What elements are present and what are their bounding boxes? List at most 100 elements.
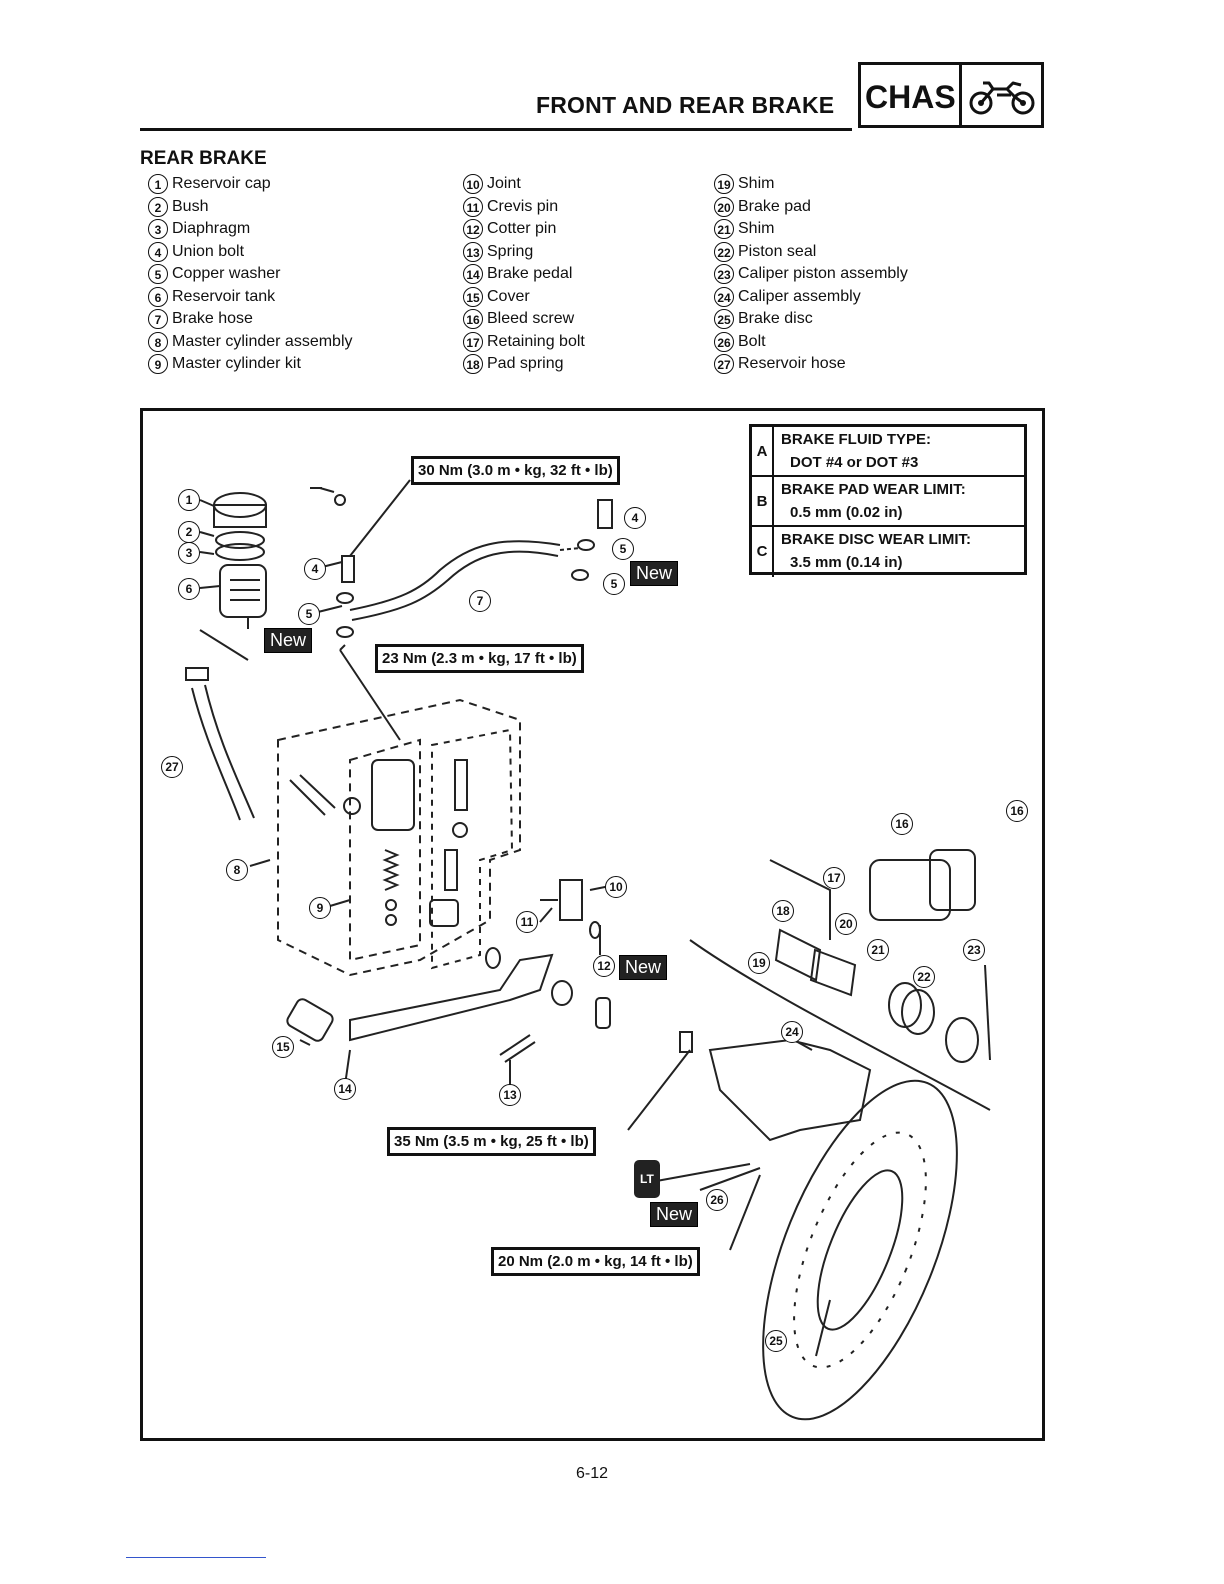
legend-number: 26 bbox=[714, 331, 734, 352]
spec-row-a: A BRAKE FLUID TYPE: DOT #4 or DOT #3 bbox=[752, 427, 1024, 477]
header-rule bbox=[140, 128, 852, 131]
legend-label: Master cylinder kit bbox=[172, 355, 301, 372]
legend-number: 3 bbox=[148, 219, 168, 240]
spec-letter: A bbox=[752, 427, 774, 475]
legend-label: Bleed screw bbox=[487, 310, 575, 327]
legend-label: Joint bbox=[487, 175, 521, 192]
spec-value: DOT #4 or DOT #3 bbox=[790, 454, 919, 471]
callout-14: 14 bbox=[334, 1078, 356, 1100]
chapter-badge-text: CHAS bbox=[865, 79, 956, 115]
callout-16: 16 bbox=[891, 813, 913, 835]
legend-label: Shim bbox=[738, 220, 775, 237]
callout-1: 1 bbox=[178, 489, 200, 511]
legend-label: Caliper piston assembly bbox=[738, 265, 908, 282]
spec-label: BRAKE PAD WEAR LIMIT: bbox=[781, 481, 966, 498]
legend-number: 2 bbox=[148, 196, 168, 217]
callout-5: 5 bbox=[298, 603, 320, 625]
spec-row-b: B BRAKE PAD WEAR LIMIT: 0.5 mm (0.02 in) bbox=[752, 477, 1024, 527]
legend-number: 9 bbox=[148, 354, 168, 375]
legend-number: 1 bbox=[148, 174, 168, 195]
new-part-tag: New bbox=[630, 561, 679, 586]
legend-label: Piston seal bbox=[738, 242, 817, 260]
callout-11: 11 bbox=[516, 911, 538, 933]
callout-25: 25 bbox=[765, 1330, 787, 1352]
callout-24: 24 bbox=[781, 1021, 803, 1043]
legend-number: 16 bbox=[463, 309, 483, 330]
new-part-tag: New bbox=[264, 628, 313, 653]
callout-19: 19 bbox=[748, 952, 770, 974]
legend-label: Brake pedal bbox=[487, 265, 573, 282]
callout-15: 15 bbox=[272, 1036, 294, 1058]
legend-label: Bush bbox=[172, 197, 209, 215]
legend-number: 20 bbox=[714, 196, 734, 217]
legend-number: 13 bbox=[463, 241, 483, 262]
legend-label: Copper washer bbox=[172, 265, 281, 282]
spec-letter: B bbox=[752, 477, 774, 525]
legend-label: Brake pad bbox=[738, 197, 811, 215]
callout-23: 23 bbox=[963, 939, 985, 961]
callout-16: 16 bbox=[1006, 800, 1028, 822]
callout-12: 12 bbox=[593, 955, 615, 977]
page-title: FRONT AND REAR BRAKE bbox=[536, 92, 835, 118]
legend-label: Diaphragm bbox=[172, 220, 251, 237]
legend-number: 10 bbox=[463, 174, 483, 195]
legend-number: 23 bbox=[714, 264, 734, 285]
legend-number: 5 bbox=[148, 264, 168, 285]
legend-label: Crevis pin bbox=[487, 197, 559, 215]
spec-label: BRAKE FLUID TYPE: bbox=[781, 431, 931, 448]
callout-2: 2 bbox=[178, 521, 200, 543]
page-number: 6-12 bbox=[576, 1465, 609, 1482]
legend-number: 11 bbox=[463, 196, 483, 217]
legend-label: Caliper assembly bbox=[738, 287, 861, 305]
callout-8: 8 bbox=[226, 859, 248, 881]
legend-label: Spring bbox=[487, 242, 534, 260]
chapter-badge: CHAS bbox=[858, 62, 1044, 128]
callout-4: 4 bbox=[624, 507, 646, 529]
legend-label: Bolt bbox=[738, 332, 766, 350]
callout-20: 20 bbox=[835, 913, 857, 935]
callout-21: 21 bbox=[867, 939, 889, 961]
callout-7: 7 bbox=[469, 590, 491, 612]
legend-number: 8 bbox=[148, 331, 168, 352]
spec-row-c: C BRAKE DISC WEAR LIMIT: 3.5 mm (0.14 in… bbox=[752, 527, 1024, 577]
legend-label: Pad spring bbox=[487, 355, 564, 372]
legend-number: 15 bbox=[463, 286, 483, 307]
callout-5: 5 bbox=[603, 573, 625, 595]
legend-number: 25 bbox=[714, 309, 734, 330]
chapter-badge-divider bbox=[959, 65, 962, 125]
new-part-tag: New bbox=[619, 955, 668, 980]
legend-label: Reservoir cap bbox=[172, 175, 271, 192]
spec-value: 3.5 mm (0.14 in) bbox=[790, 554, 903, 571]
spec-label: BRAKE DISC WEAR LIMIT: bbox=[781, 531, 971, 548]
legend-number: 4 bbox=[148, 241, 168, 262]
torque-spec-23nm: 23 Nm (2.3 m • kg, 17 ft • lb) bbox=[375, 644, 584, 673]
section-title: REAR BRAKE bbox=[140, 148, 267, 169]
legend-label: Cover bbox=[487, 287, 530, 305]
legend-number: 17 bbox=[463, 331, 483, 352]
callout-17: 17 bbox=[823, 867, 845, 889]
legend-label: Shim bbox=[738, 175, 775, 192]
exploded-diagram-frame bbox=[140, 408, 1045, 1441]
legend-number: 7 bbox=[148, 309, 168, 330]
motorcycle-icon bbox=[969, 81, 1035, 115]
new-part-tag: New bbox=[650, 1202, 699, 1227]
callout-4: 4 bbox=[304, 558, 326, 580]
